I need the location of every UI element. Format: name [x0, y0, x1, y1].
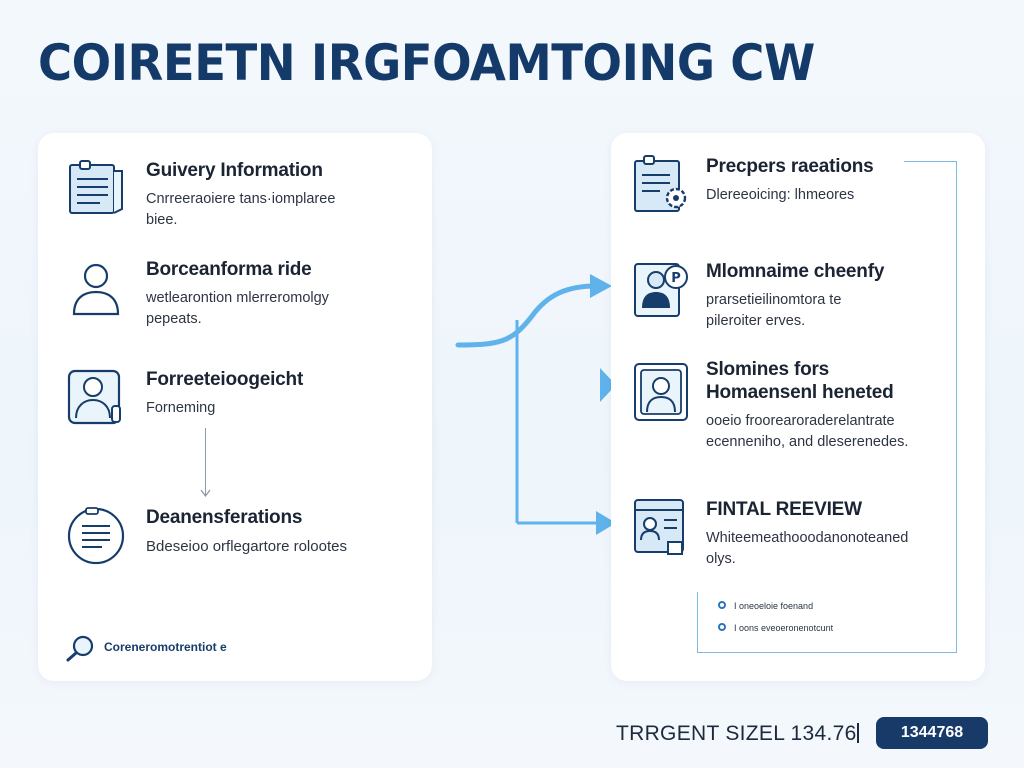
user-card-icon	[66, 368, 126, 428]
item-description: Bdeseioo orflegartore rolootes	[146, 538, 347, 555]
item-title: Borceanforma ride	[146, 259, 312, 280]
checklist: I oneoeloie foenand I oons eveoeronenotc…	[718, 598, 938, 642]
check-circle-icon	[718, 601, 726, 609]
connector-arrowhead	[200, 489, 211, 497]
bracket-line	[956, 161, 957, 653]
bottom-bar: TRRGENT SIZEL 134.76 1344768	[600, 716, 1000, 750]
checklist-item-text: I oons eveoeronenotcunt	[734, 623, 834, 633]
svg-text:P: P	[671, 271, 681, 286]
bracket-line	[697, 652, 957, 653]
item-description: Dlereeoicing: lhmeores	[706, 187, 855, 203]
item-description: wetlearontion mlerreromolgy pepeats.	[146, 290, 329, 327]
flow-bottom-arrowhead	[596, 511, 616, 535]
magnify-icon	[66, 635, 94, 662]
bracket-line	[697, 592, 698, 652]
check-circle-icon	[718, 623, 726, 631]
size-badge: 1344768	[876, 717, 988, 749]
profile-frame-icon	[632, 362, 692, 422]
item-title: Precpers raeations	[706, 156, 874, 177]
circle-list-icon	[66, 506, 126, 566]
connector-line	[205, 428, 206, 496]
item-title: Deanensferations	[146, 507, 303, 528]
item-title: Mlomnaime cheenfy	[706, 261, 885, 282]
target-size-label: TRRGENT SIZEL 134.76	[616, 722, 857, 745]
checklist-item: I oneoeloie foenand	[718, 598, 938, 620]
item-description: Forneming	[146, 400, 216, 416]
document-gear-icon	[632, 155, 692, 215]
document-list-icon	[66, 159, 126, 219]
item-title: FINTAL REEVIEW	[706, 499, 862, 520]
separator	[857, 723, 859, 743]
profile-chat-icon: P	[632, 260, 692, 320]
item-title: Forreeteioogeicht	[146, 369, 304, 390]
item-description: Cnrreeraoiere tans·iomplaree biee.	[146, 191, 336, 228]
checklist-item: I oons eveoeronenotcunt	[718, 620, 938, 642]
review-form-icon	[632, 498, 692, 558]
flow-curve-arrowhead	[590, 274, 612, 298]
bracket-line	[904, 161, 957, 162]
item-description: prarsetieilinomtora te pileroiter erves.	[706, 292, 842, 329]
flow-curve	[455, 283, 599, 348]
page-title: COIREETN IRGFOAMTOING CW	[38, 34, 815, 92]
flow-arrows	[455, 274, 616, 535]
item-title: Slomines fors Homaensenl heneted	[706, 359, 894, 403]
item-description: ooeio froorearoraderelantrate ecenneniho…	[706, 413, 909, 450]
checklist-item-text: I oneoeloie foenand	[734, 601, 814, 611]
item-title: Guivery Information	[146, 160, 323, 181]
item-description: Whiteemeathooodanonoteaned olys.	[706, 530, 909, 567]
user-icon	[66, 258, 126, 318]
footer-note-text: Coreneromotrentiot e	[104, 640, 227, 654]
flow-mid-arrowhead	[600, 368, 616, 402]
